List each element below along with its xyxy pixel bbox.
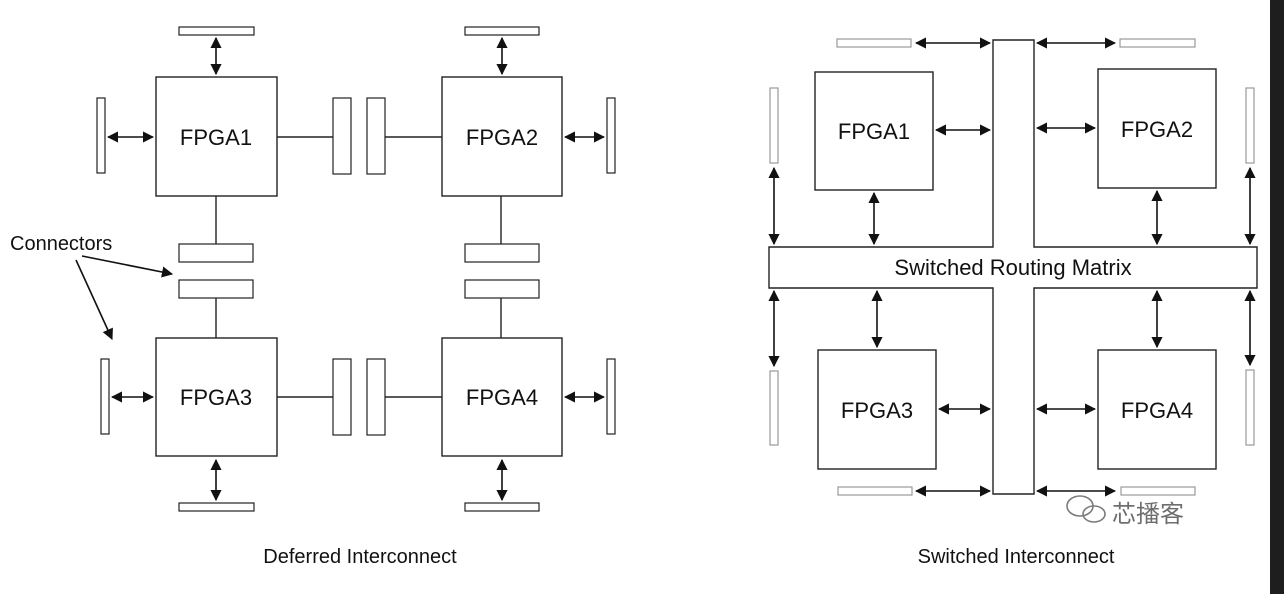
connector [837, 486, 913, 496]
wechat-icon [1066, 495, 1106, 523]
fpga2-box [1097, 68, 1217, 189]
connector [464, 26, 540, 36]
window-edge [1270, 0, 1284, 594]
matrix-label: Switched Routing Matrix [894, 255, 1131, 280]
connector [769, 370, 779, 446]
connector [100, 358, 110, 435]
connector [464, 279, 540, 299]
connector [464, 502, 540, 512]
connector [606, 97, 616, 174]
connector [1120, 486, 1196, 496]
fpga4-box [1097, 349, 1217, 470]
connector [1245, 369, 1255, 446]
switched-routing-matrix [768, 39, 1258, 495]
connector [178, 26, 255, 36]
connector [178, 502, 255, 512]
fpga2-label: FPGA2 [466, 125, 538, 150]
fpga3-box [817, 349, 937, 470]
connector [836, 38, 912, 48]
connector [332, 97, 352, 175]
connector [178, 243, 254, 263]
connector [464, 243, 540, 263]
callout-arrow [75, 259, 113, 341]
fpga1-label: FPGA1 [838, 119, 910, 144]
connector [1119, 38, 1196, 48]
connector [606, 358, 616, 435]
fpga2-box [441, 76, 563, 197]
fpga2-label: FPGA2 [1121, 117, 1193, 142]
fpga4-box [441, 337, 563, 457]
fpga4-label: FPGA4 [1121, 398, 1193, 423]
connector [1245, 87, 1255, 164]
fpga1-label: FPGA1 [180, 125, 252, 150]
connector [178, 279, 254, 299]
watermark: 芯播客 [1066, 495, 1184, 528]
watermark-text: 芯播客 [1112, 500, 1184, 528]
fpga1-box [814, 71, 934, 191]
connector [332, 358, 352, 436]
connectors-label: Connectors [10, 233, 112, 255]
switched-interconnect-diagram: Switched Routing Matrix FPGA1 FPGA2 FPGA… [768, 37, 1258, 568]
fpga1-box [155, 76, 278, 197]
fpga3-label: FPGA3 [841, 398, 913, 423]
fpga3-box [155, 337, 278, 457]
fpga3-label: FPGA3 [180, 385, 252, 410]
fpga4-label: FPGA4 [466, 385, 538, 410]
connector [366, 97, 386, 175]
connector [96, 97, 106, 174]
callout-arrow [81, 255, 174, 278]
connector [366, 358, 386, 436]
deferred-interconnect-diagram: FPGA1 FPGA2 FPGA3 FPGA4 Connec [10, 26, 616, 568]
switched-caption: Switched Interconnect [918, 546, 1115, 568]
deferred-caption: Deferred Interconnect [263, 546, 457, 568]
connector [769, 87, 779, 164]
